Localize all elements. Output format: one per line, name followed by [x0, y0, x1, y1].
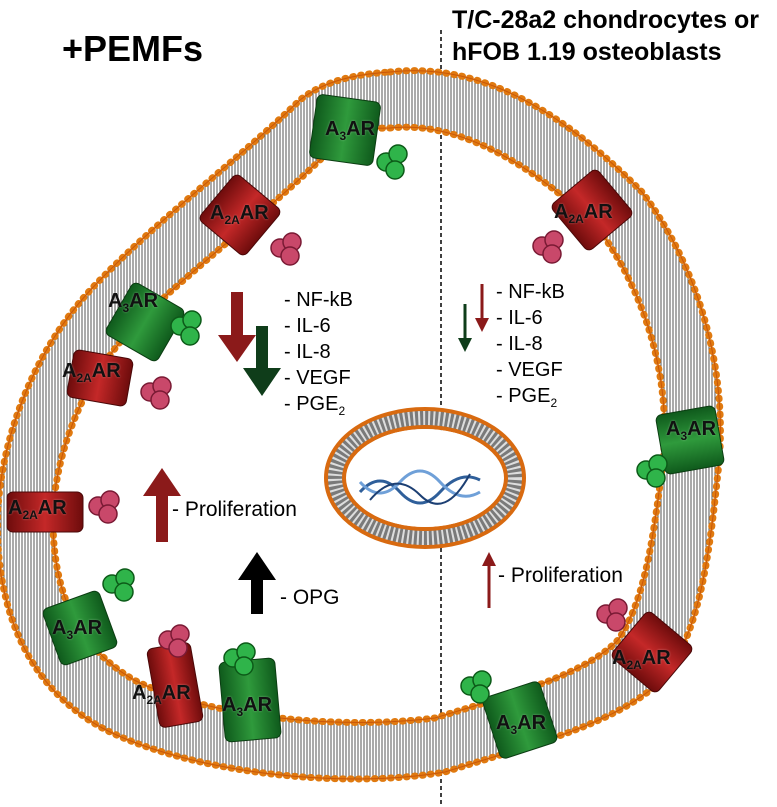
a3-sub: 3 [680, 429, 688, 443]
a3-main: A [496, 712, 511, 734]
title-cell-types-line2: hFOB 1.19 osteoblasts [452, 38, 722, 66]
a2a-tail: AR [37, 497, 67, 519]
a3ar-receptor-icon [655, 405, 725, 475]
a3-sub: 3 [339, 129, 347, 143]
a3-main: A [666, 418, 681, 440]
label-a3ar: A3AR [666, 418, 716, 443]
label-left-opg: - OPG [280, 586, 340, 609]
arrow-down-red-icon [218, 292, 256, 362]
label-a2aar: A2AAR [554, 201, 613, 226]
title-cell-types-line1: T/C-28a2 chondrocytes or [452, 6, 760, 34]
marker-left-pge2: - PGE2 [284, 391, 353, 424]
marker-right-pge2: - PGE2 [496, 383, 565, 416]
a2a-main: A [8, 497, 23, 519]
a2a-tail: AR [161, 682, 191, 704]
a2a-tail: AR [583, 201, 613, 223]
title-pemfs: +PEMFs [62, 28, 204, 69]
label-a2aar: A2AAR [62, 360, 121, 385]
a3-main: A [325, 118, 340, 140]
a2a-sub: 2A [568, 212, 584, 226]
arrow-up-black-icon [238, 552, 276, 614]
g-protein-green-icon [102, 144, 668, 704]
label-left-proliferation: - Proliferation [172, 498, 297, 521]
a2aar-receptor-icon [66, 349, 134, 407]
marker-right-il8: - IL-8 [496, 333, 543, 355]
marker-right-vegf: - VEGF [496, 359, 563, 381]
a2a-main: A [132, 682, 147, 704]
label-a3ar: A3AR [496, 712, 546, 737]
a2aar-receptor-icon [551, 169, 633, 251]
marker-right-pge-text: - PGE [496, 385, 551, 407]
a3-sub: 3 [510, 723, 518, 737]
cell-membrane [0, 70, 721, 779]
a3-main: A [222, 694, 237, 716]
marker-right-pge-sub: 2 [550, 396, 558, 410]
a3-sub: 3 [236, 705, 244, 719]
arrow-up-red-small-icon [482, 552, 496, 608]
a2aar-receptor-icon [611, 611, 693, 693]
label-right-proliferation: - Proliferation [498, 564, 623, 587]
arrow-down-red-small-icon [475, 284, 489, 332]
nucleus [324, 407, 526, 549]
a2a-main: A [612, 647, 627, 669]
label-a3ar: A3AR [222, 694, 272, 719]
marker-left-pge-sub: 2 [338, 404, 346, 418]
a3ar-receptor-icon [105, 282, 185, 362]
a3-sub: 3 [66, 628, 74, 642]
marker-left-vegf: - VEGF [284, 367, 351, 389]
a2a-tail: AR [239, 202, 269, 224]
label-a2aar: A2AAR [8, 497, 67, 522]
a3ar-receptor-icon [309, 94, 381, 166]
label-a2aar: A2AAR [210, 202, 269, 227]
label-a3ar: A3AR [52, 617, 102, 642]
title-cell-types: T/C-28a2 chondrocytes or hFOB 1.19 osteo… [452, 4, 759, 68]
a3ar-receptor-icon [482, 681, 558, 759]
a3-tail: AR [243, 694, 273, 716]
arrow-down-green-icon [243, 326, 281, 396]
a2a-main: A [554, 201, 569, 223]
label-a2aar: A2AAR [132, 682, 191, 707]
a3-tail: AR [687, 418, 717, 440]
label-a2aar: A2AAR [612, 647, 671, 672]
a3ar-receptor-icon [42, 590, 118, 666]
dna-icon [358, 469, 481, 505]
a3-tail: AR [129, 290, 159, 312]
g-protein-pink-icon [88, 230, 628, 658]
a3-tail: AR [73, 617, 103, 639]
label-a3ar: A3AR [108, 290, 158, 315]
a3-tail: AR [517, 712, 547, 734]
a2a-sub: 2A [76, 371, 92, 385]
a2aar-receptor-icon [199, 174, 281, 256]
marker-list-left: - NF-kB - IL-6 - IL-8 - VEGF - PGE2 [284, 287, 353, 424]
a2aar-receptor-icon [6, 491, 84, 533]
a2a-tail: AR [641, 647, 671, 669]
marker-left-nfkb: - NF-kB [284, 289, 353, 311]
a3-tail: AR [346, 118, 376, 140]
a2a-tail: AR [91, 360, 121, 382]
marker-right-nfkb: - NF-kB [496, 281, 565, 303]
a2a-sub: 2A [146, 693, 162, 707]
a3-main: A [108, 290, 123, 312]
a2a-sub: 2A [22, 508, 38, 522]
a2a-main: A [62, 360, 77, 382]
a2a-sub: 2A [224, 213, 240, 227]
marker-list-right: - NF-kB - IL-6 - IL-8 - VEGF - PGE2 [496, 279, 565, 416]
label-a3ar: A3AR [325, 118, 375, 143]
marker-left-pge-text: - PGE [284, 393, 339, 415]
a3-sub: 3 [122, 301, 130, 315]
a2a-sub: 2A [626, 658, 642, 672]
marker-right-il6: - IL-6 [496, 307, 543, 329]
arrow-down-green-small-icon [458, 304, 472, 352]
arrow-up-red-icon [143, 468, 181, 542]
a2a-main: A [210, 202, 225, 224]
marker-left-il6: - IL-6 [284, 315, 331, 337]
marker-left-il8: - IL-8 [284, 341, 331, 363]
a3-main: A [52, 617, 67, 639]
